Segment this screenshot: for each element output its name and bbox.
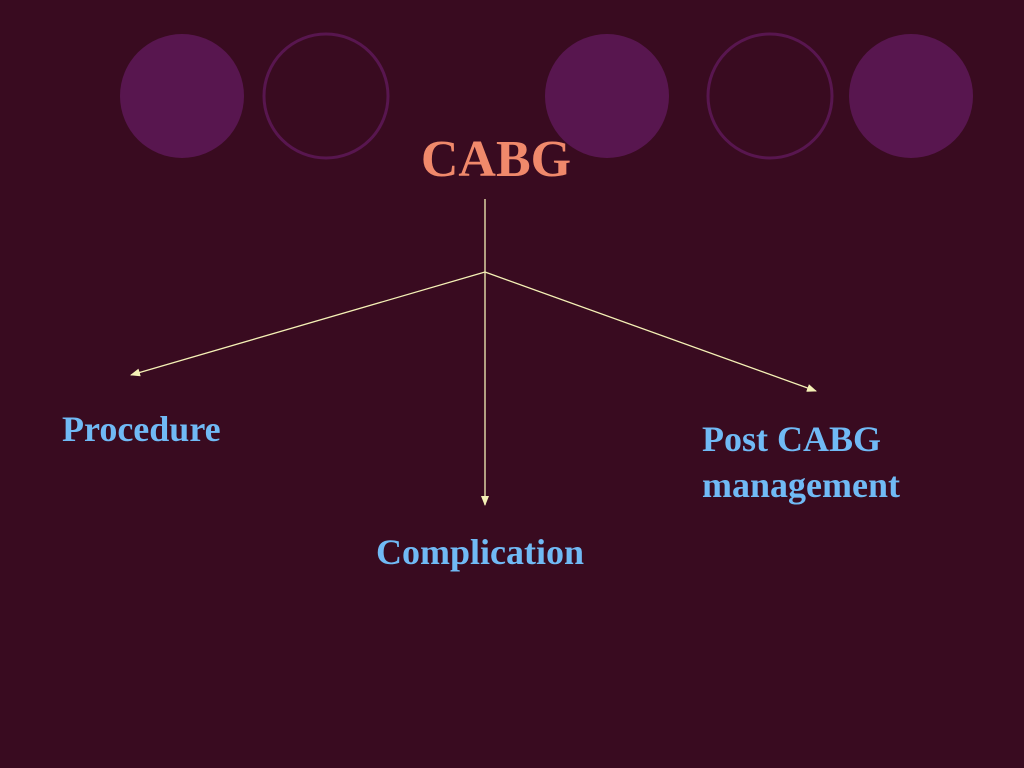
filled-circle-2 xyxy=(545,34,669,158)
node-procedure-label: Procedure xyxy=(62,409,221,449)
outline-circle-2 xyxy=(706,32,834,160)
node-complication: Complication xyxy=(376,529,584,575)
connector-to-post-cabg-management xyxy=(484,271,817,392)
node-procedure: Procedure xyxy=(62,406,221,452)
node-post-cabg-management-line-2: management xyxy=(702,465,900,505)
filled-circle-1 xyxy=(120,34,244,158)
connector-to-procedure xyxy=(130,271,486,377)
filled-circle-3 xyxy=(849,34,973,158)
node-post-cabg-management-line-1: Post CABG xyxy=(702,419,881,459)
node-complication-label: Complication xyxy=(376,532,585,572)
diagram-title: CABG xyxy=(420,131,572,188)
outline-circle-1 xyxy=(262,32,390,160)
node-post-cabg-management: Post CABG management xyxy=(702,416,900,508)
